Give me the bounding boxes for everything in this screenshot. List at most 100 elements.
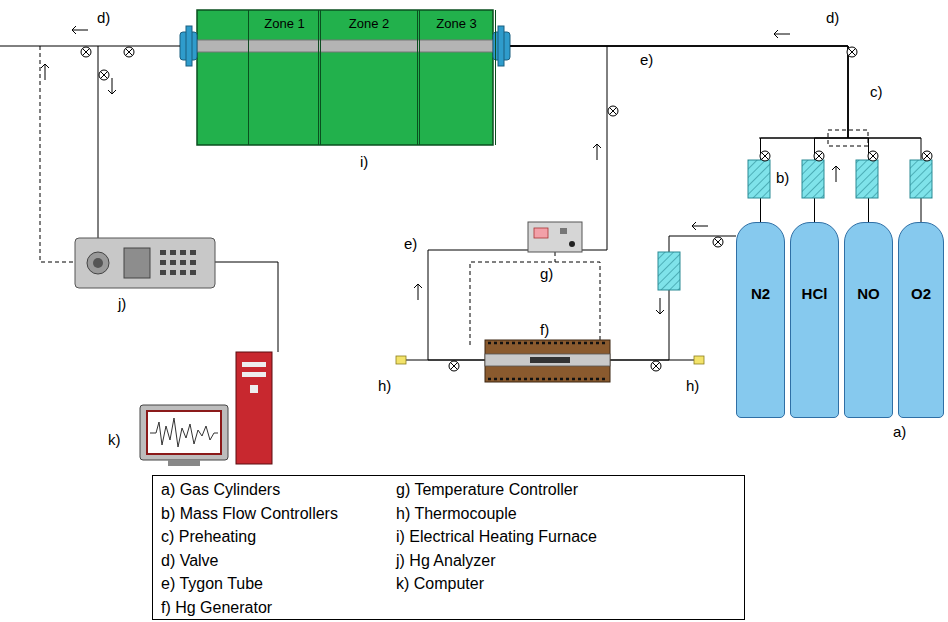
temperature-controller-part (534, 228, 548, 238)
hg-analyzer-part-part (190, 260, 196, 265)
callout-letter: h) (686, 378, 699, 394)
hg-analyzer-part-part (170, 260, 176, 265)
callout-letter: b) (776, 170, 789, 186)
callout-letter: d) (826, 10, 839, 26)
callout-letter: h) (378, 378, 391, 394)
hg-analyzer-part-part (170, 270, 176, 275)
callout-letter: k) (108, 432, 121, 448)
hg-analyzer (75, 238, 215, 288)
gas-cylinder: N2 (736, 222, 785, 418)
legend-entry: j) Hg Analyzer (396, 551, 496, 571)
zone-label: Zone 2 (319, 16, 419, 31)
mass-flow-controllers-part (658, 252, 680, 290)
valves-part (814, 151, 824, 161)
dashed-lines-part (40, 46, 75, 262)
computer-part (242, 372, 266, 377)
computer-part (236, 352, 272, 464)
legend-entry: c) Preheating (161, 527, 256, 547)
flow-arrows-part (774, 30, 790, 38)
gas-cylinder: HCl (790, 222, 839, 418)
callout-letter: d) (97, 10, 110, 26)
furnace-zone: Zone 3 (417, 10, 496, 145)
mass-flow-controllers-part (748, 160, 770, 198)
mass-flow-controllers-part (910, 160, 932, 198)
flow-arrows-part (414, 284, 422, 300)
valves-part (608, 106, 618, 116)
gas-lines (0, 46, 736, 360)
zone-label: Zone 3 (418, 16, 495, 31)
mass-flow-controllers-part (802, 160, 824, 198)
computer-part (250, 385, 258, 393)
hg-analyzer-part (75, 238, 215, 288)
legend-entry: a) Gas Cylinders (161, 480, 280, 500)
computer-part (242, 362, 266, 367)
gas-lines-part (215, 262, 278, 352)
gas-name: O2 (899, 285, 943, 302)
callout-letter: j) (118, 296, 126, 312)
valves-part (760, 151, 770, 161)
mass-flow-controllers-part (856, 160, 878, 198)
flow-arrows-part (41, 64, 49, 80)
temperature-controller-part (528, 222, 582, 252)
flow-arrows-part (692, 222, 708, 230)
computer-part (168, 460, 200, 466)
valves-part (868, 151, 878, 161)
gas-lines-part (610, 236, 736, 360)
hg-analyzer-part-part (190, 270, 196, 275)
callout-letter: e) (404, 236, 417, 252)
flanges-part (186, 26, 192, 66)
callout-letter: c) (870, 84, 883, 100)
hg-analyzer-part (87, 252, 109, 274)
hg-analyzer-part-part (160, 260, 166, 265)
hg-analyzer-part (124, 248, 150, 278)
manifold-part (759, 138, 921, 139)
temperature-controller (528, 222, 582, 252)
flow-arrows (41, 26, 840, 314)
legend-entry: d) Valve (161, 551, 219, 571)
computer-part (150, 418, 218, 447)
gas-lines-part (510, 46, 520, 47)
valves-part (713, 237, 723, 247)
furnace-zone: Zone 2 (318, 10, 420, 145)
hg-generator-part (396, 356, 406, 364)
flow-arrows-part (593, 144, 601, 160)
hg-generator-part (530, 357, 570, 363)
hg-analyzer-part-part (170, 250, 176, 255)
callout-letter: a) (893, 424, 906, 440)
furnace-part (197, 40, 493, 52)
hg-analyzer-part-part (160, 270, 166, 275)
hg-generator-part (488, 343, 607, 379)
gas-cylinder: O2 (898, 222, 944, 418)
callout-letter: e) (640, 52, 653, 68)
hg-generator-part (485, 354, 610, 366)
gas-cylinder: NO (844, 222, 893, 418)
valves-part (847, 47, 857, 57)
furnace-zone: Zone 1 (248, 10, 321, 145)
valves-part (922, 151, 932, 161)
gas-name: N2 (737, 285, 784, 302)
hg-analyzer-part-part (180, 250, 186, 255)
flow-arrows-part (108, 78, 116, 94)
gas-lines-part (0, 46, 180, 47)
hg-analyzer-part (160, 250, 196, 275)
callout-letter: g) (540, 266, 553, 282)
zone-label: Zone 1 (249, 16, 320, 31)
valves-part (651, 361, 661, 371)
hg-analyzer-part-part (180, 270, 186, 275)
temperature-controller-part (560, 228, 567, 234)
manifold (759, 138, 921, 139)
gas-line (496, 46, 921, 222)
legend-entry: f) Hg Generator (161, 598, 272, 618)
gas-lines-part (98, 46, 99, 238)
flanges-part (498, 26, 504, 66)
legend-entry: g) Temperature Controller (396, 480, 578, 500)
flow-arrows-part (656, 298, 664, 314)
dashed-lines-part (470, 262, 600, 345)
gas-line (496, 46, 848, 222)
valves-part (124, 47, 134, 57)
computer (140, 352, 272, 466)
gas-line (496, 46, 869, 222)
callout-letter: f) (540, 322, 549, 338)
